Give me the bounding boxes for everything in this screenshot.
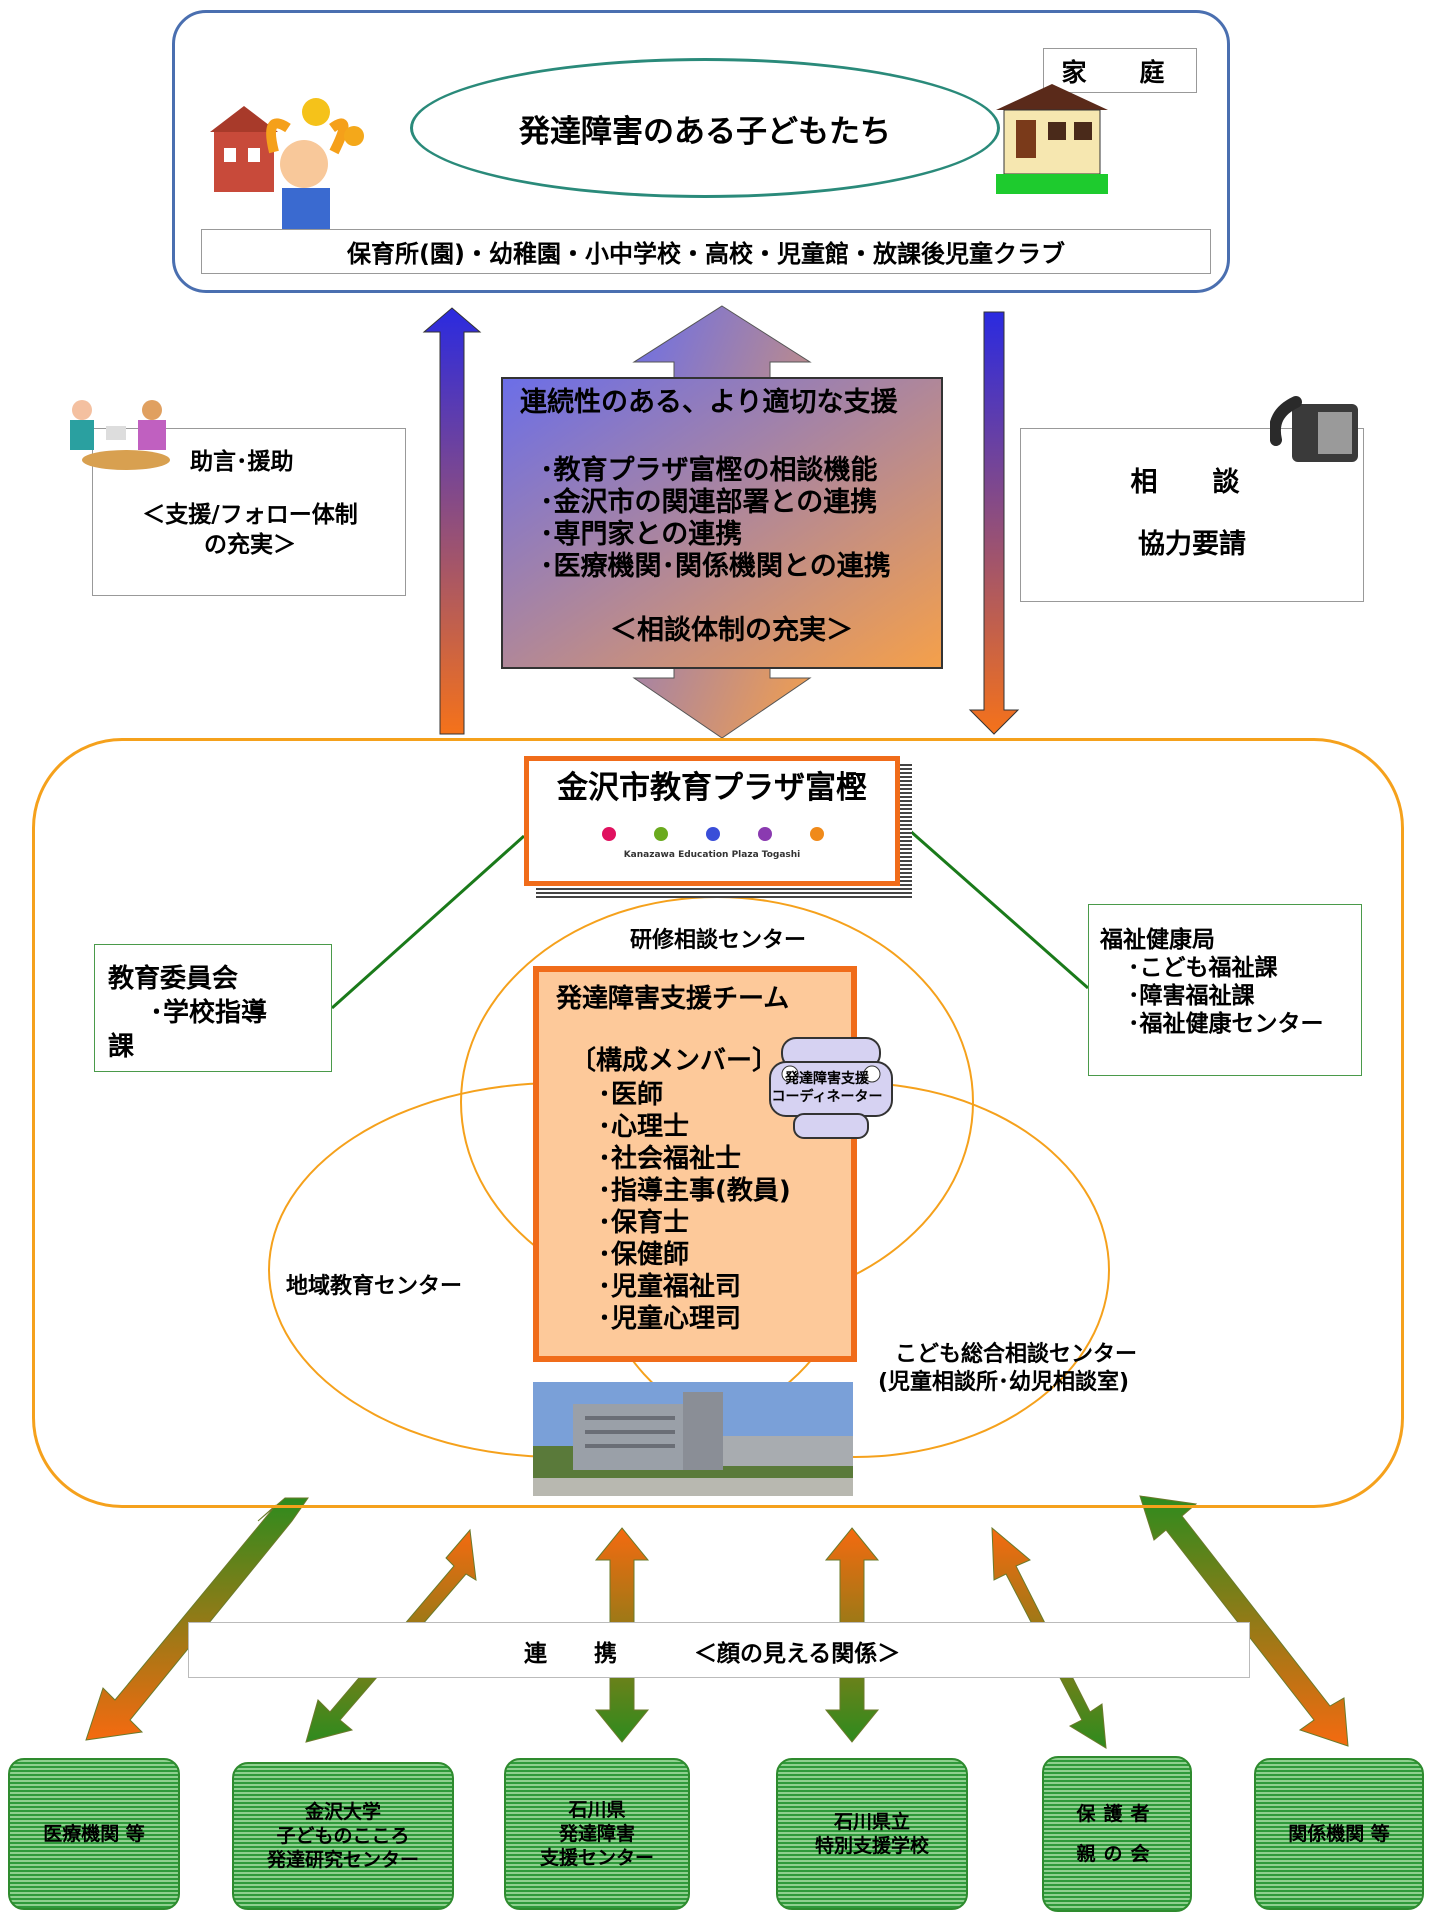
org-parents-line: 保護者: [1076, 1803, 1158, 1825]
kodomo-center-label: こども総合相談センター: [895, 1342, 1138, 1367]
team-member: ･保健師: [598, 1240, 690, 1270]
arrow-related: [1139, 1495, 1349, 1747]
logo-dot: [706, 827, 720, 841]
coordinator-label-line-2: コーディネーター: [771, 1089, 883, 1105]
welfare-item: ･こども福祉課: [1128, 955, 1278, 981]
org-pref-line: 発達障害: [558, 1823, 635, 1845]
org-medical-institutions: 医療機関 等: [8, 1758, 180, 1910]
org-special-support-school: 石川県立 特別支援学校: [776, 1758, 968, 1910]
org-pref-line: 支援センター: [539, 1847, 654, 1869]
kenshu-center-label: 研修相談センター: [630, 928, 807, 953]
plaza-building-photo: [533, 1382, 853, 1496]
chiiki-center-label: 地域教育センター: [286, 1274, 463, 1299]
team-member: ･医師: [598, 1080, 664, 1110]
schools-bar: 保育所(園)・幼稚園・小中学校・高校・児童館・放課後児童クラブ: [201, 229, 1211, 274]
logo-dot: [810, 827, 824, 841]
logo-dot: [654, 827, 668, 841]
logo-dot: [758, 827, 772, 841]
advice-subtitle-line-2: の充実＞: [204, 532, 296, 558]
team-member: ･心理士: [598, 1112, 690, 1142]
team-member: ･保育士: [598, 1208, 690, 1238]
team-member: ･児童心理司: [598, 1304, 742, 1334]
plaza-english-name: Kanazawa Education Plaza Togashi: [623, 850, 801, 860]
org-pref-line: 石川県: [568, 1799, 626, 1821]
org-school-line: 石川県立: [833, 1811, 910, 1833]
collaboration-label: 連 携: [524, 1641, 629, 1667]
plaza-container: [32, 738, 1404, 1508]
team-member: ･社会福祉士: [598, 1144, 742, 1174]
collaboration-bar: [188, 1622, 1250, 1678]
kodomo-center-sublabel: (児童相談所･幼児相談室): [878, 1370, 1130, 1395]
house-icon: [996, 84, 1108, 194]
support-team-box: [533, 966, 857, 1362]
down-arrow-right: [968, 311, 1020, 735]
support-item: ･医療機関･関係機関との連携: [540, 551, 891, 582]
coordinator-robot-icon: [769, 1037, 893, 1139]
coordinator-label-line-1: 発達障害支援: [785, 1071, 869, 1087]
welfare-item: ･福祉健康センター: [1128, 1011, 1324, 1037]
board-of-education-label: 教育委員会: [108, 964, 239, 994]
welfare-bureau-box: [1088, 904, 1362, 1076]
logo-dot: [602, 827, 616, 841]
section-label: 課: [108, 1032, 135, 1062]
org-parents-association: 保護者 親の会: [1042, 1756, 1192, 1912]
org-related-institutions: 関係機関 等: [1254, 1758, 1424, 1910]
family-label: 家 庭: [1043, 48, 1197, 93]
board-of-education-box: [94, 944, 332, 1072]
plaza-title: 金沢市教育プラザ富樫: [557, 770, 867, 806]
consult-label: 相 談: [1130, 467, 1254, 498]
org-medical-label: 医療機関 等: [43, 1823, 145, 1845]
org-school-line: 特別支援学校: [814, 1835, 929, 1857]
coordinator-label: 発達障害支援 コーディネーター: [752, 1070, 902, 1106]
org-related-label: 関係機関 等: [1288, 1823, 1390, 1845]
telephone-icon: [1270, 396, 1358, 462]
org-univ-line: 金沢大学: [304, 1801, 381, 1823]
school-guidance-label: ･学校指導: [150, 998, 268, 1028]
team-member: ･児童福祉司: [598, 1272, 742, 1302]
org-univ-line: 発達研究センター: [266, 1849, 419, 1871]
org-univ-line: 子どものこころ: [276, 1825, 410, 1847]
collaboration-subtitle: ＜顔の見える関係＞: [694, 1641, 901, 1667]
support-team-title: 発達障害支援チーム: [556, 984, 790, 1014]
arrow-univ: [305, 1528, 477, 1743]
support-item: ･専門家との連携: [540, 519, 743, 550]
school-children-illustration: [210, 98, 364, 232]
team-member: ･指導主事(教員): [598, 1176, 791, 1206]
meeting-icon: [70, 400, 170, 470]
advice-subtitle-line-1: ＜支援/フォロー体制: [142, 502, 358, 528]
center-support-box: [501, 377, 943, 669]
up-arrow-left: [422, 307, 482, 735]
cooperation-request-label: 協力要請: [1138, 529, 1246, 560]
org-parents-line: 親の会: [1076, 1843, 1158, 1865]
org-ishikawa-support-center: 石川県 発達障害 支援センター: [504, 1758, 690, 1910]
support-footer: ＜相談体制の充実＞: [610, 615, 853, 646]
arrow-medical: [85, 1497, 309, 1741]
support-item: ･教育プラザ富樫の相談機能: [540, 455, 878, 486]
plaza-logo-box: [524, 756, 900, 886]
org-kanazawa-university: 金沢大学 子どものこころ 発達研究センター: [232, 1762, 454, 1910]
support-item: ･金沢市の関連部署との連携: [540, 487, 878, 518]
welfare-item: ･障害福祉課: [1128, 983, 1255, 1009]
advice-subtitle: ＜支援/フォロー体制 の充実＞: [100, 500, 400, 560]
children-with-disabilities: 発達障害のある子どもたち: [410, 58, 1000, 198]
advice-title: 助言･援助: [190, 449, 294, 475]
support-team-subtitle: 〔構成メンバー〕: [570, 1046, 779, 1076]
support-title: 連続性のある、より適切な支援: [520, 387, 898, 418]
welfare-bureau-title: 福祉健康局: [1100, 927, 1215, 953]
